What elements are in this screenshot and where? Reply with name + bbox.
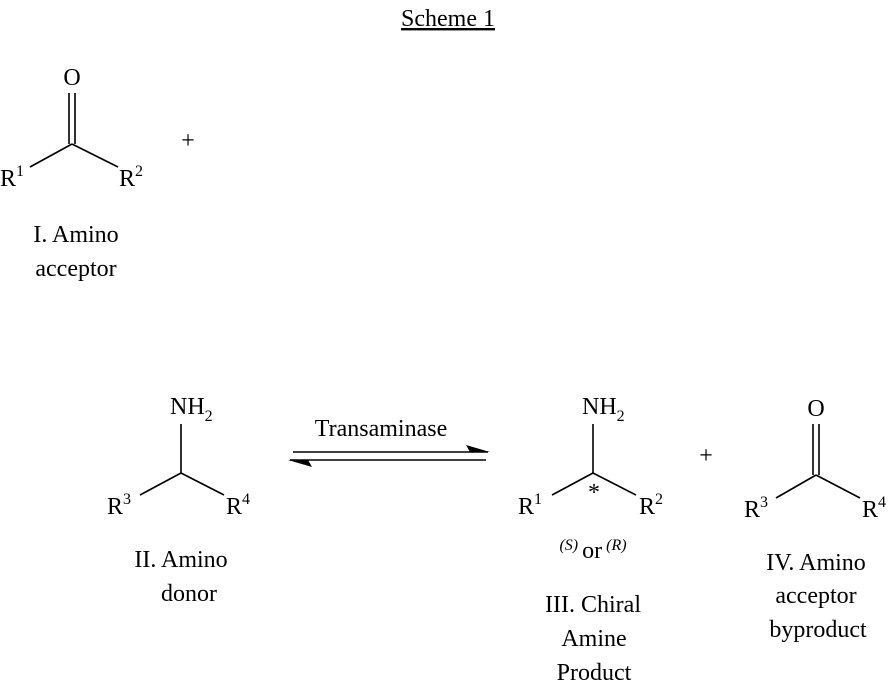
compound-ii-r3: R3: [107, 491, 131, 520]
compound-ii-structure: NH2 R3 R4: [107, 394, 250, 520]
compound-iv-r4: R4: [862, 494, 886, 523]
compound-iii-r2: R2: [639, 491, 663, 520]
compound-i-caption-line-1: I. Amino: [33, 222, 118, 248]
compound-iii-left-bond: [552, 473, 593, 495]
compound-i-r1: R1: [0, 163, 24, 192]
compound-iv-caption-line-2: acceptor: [775, 583, 856, 609]
compound-ii-caption-line-2: donor: [161, 581, 217, 607]
compound-i-right-bond: [72, 144, 118, 167]
compound-iv-r3: R3: [744, 494, 768, 523]
compound-iv-left-bond: [776, 475, 816, 498]
compound-iii-caption-line-3: Product: [557, 660, 632, 686]
compound-iii-configuration: (S)or(R): [559, 537, 626, 564]
compound-iv-structure: O R3 R4: [744, 396, 886, 523]
compound-ii-right-bond: [181, 473, 224, 495]
compound-iii-nh2: NH2: [582, 394, 625, 425]
compound-ii-nh2: NH2: [170, 394, 213, 425]
compound-iv-oxygen: O: [807, 396, 824, 422]
arrow-label-transaminase: Transaminase: [315, 416, 447, 442]
equilibrium-arrows: [288, 445, 490, 467]
compound-i-r2: R2: [119, 163, 143, 192]
compound-iii-structure: NH2 * R1 R2: [518, 394, 663, 520]
compound-ii-left-bond: [140, 473, 181, 495]
compound-i-structure: O R1 R2: [0, 65, 143, 192]
compound-iv-caption-line-3: byproduct: [769, 617, 867, 643]
compound-iii-caption-line-2: Amine: [561, 626, 626, 652]
compound-ii-r4: R4: [226, 491, 250, 520]
compound-iv-caption-line-1: IV. Amino: [766, 550, 866, 576]
plus-sign-bottom: +: [699, 443, 713, 469]
scheme-title: Scheme 1: [401, 6, 495, 32]
compound-ii-caption-line-1: II. Amino: [134, 547, 227, 573]
compound-iv-right-bond: [816, 475, 860, 498]
compound-i-oxygen: O: [63, 65, 80, 91]
compound-i-left-bond: [30, 144, 72, 167]
forward-arrow-head: [466, 445, 490, 452]
compound-iii-caption-line-1: III. Chiral: [545, 592, 641, 618]
compound-i-caption-line-2: acceptor: [35, 256, 116, 282]
reverse-arrow-head: [288, 460, 312, 467]
plus-sign-top: +: [181, 128, 195, 154]
compound-iii-stereocenter: *: [588, 480, 600, 506]
compound-iii-r1: R1: [518, 491, 542, 520]
